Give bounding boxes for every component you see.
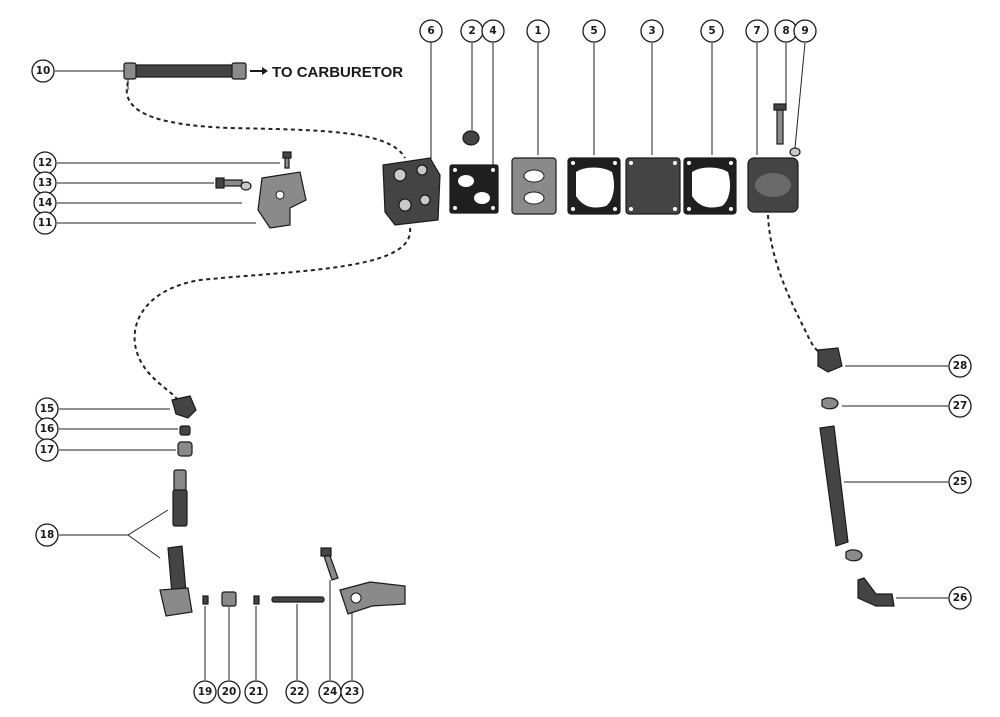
check-valve-rod-22 (271, 596, 325, 603)
callout-16: 16 (35, 417, 59, 441)
callout-9: 9 (793, 19, 817, 43)
svg-text:25: 25 (953, 476, 968, 488)
cover-washer (789, 147, 801, 157)
svg-text:18: 18 (40, 529, 55, 541)
svg-text:15: 15 (40, 403, 55, 415)
gasket-4 (449, 164, 499, 214)
fuel-connector-23 (339, 581, 406, 615)
o-ring-21 (253, 595, 260, 605)
check-valve (462, 130, 480, 146)
svg-text:5: 5 (708, 25, 715, 37)
diaphragm-gasket-left (567, 157, 621, 215)
callout-23: 23 (340, 680, 364, 704)
arrow-to-carburetor (250, 67, 268, 75)
callout-20: 20 (217, 680, 241, 704)
svg-text:10: 10 (36, 65, 51, 77)
fitting-20 (221, 591, 237, 607)
callout-10: 10 (31, 59, 55, 83)
callout-13: 13 (33, 171, 57, 195)
callout-25: 25 (948, 470, 972, 494)
svg-text:16: 16 (40, 423, 55, 435)
svg-text:26: 26 (953, 592, 968, 604)
hose-clamp-27 (821, 397, 839, 410)
svg-text:4: 4 (489, 25, 496, 37)
diaphragm-gasket-right (683, 157, 737, 215)
svg-text:14: 14 (38, 197, 53, 209)
fuel-hose-25 (819, 425, 849, 547)
svg-text:2: 2 (468, 25, 475, 37)
svg-text:9: 9 (801, 25, 808, 37)
callout-5-left: 5 (582, 19, 606, 43)
leader-lines (55, 42, 948, 680)
fuel-hose-18-lower (159, 545, 193, 617)
fuel-line-to-carburetor (125, 81, 406, 159)
svg-text:7: 7 (753, 25, 760, 37)
svg-text:3: 3 (648, 25, 655, 37)
callout-22: 22 (285, 680, 309, 704)
fuel-hose-to-carburetor (123, 62, 247, 90)
bracket-screw-12 (282, 151, 292, 169)
sleeve-17 (177, 441, 193, 457)
elbow-fitting-28 (817, 347, 843, 373)
fuel-line-to-inlet-fitting (133, 227, 412, 401)
svg-text:22: 22 (290, 686, 305, 698)
svg-text:11: 11 (38, 217, 53, 229)
svg-text:13: 13 (38, 177, 53, 189)
svg-text:8: 8 (782, 25, 789, 37)
pump-bracket (257, 171, 307, 229)
svg-text:19: 19 (198, 686, 213, 698)
callout-5-right: 5 (700, 19, 724, 43)
callout-24: 24 (318, 680, 342, 704)
nut-16 (179, 425, 191, 436)
fuel-fitting-26 (857, 577, 895, 607)
callout-15: 15 (35, 397, 59, 421)
callout-7: 7 (745, 19, 769, 43)
hose-clamp-lower (845, 549, 863, 562)
callout-17: 17 (35, 438, 59, 462)
callout-11: 11 (33, 211, 57, 235)
bracket-screw-13 (215, 177, 243, 189)
svg-text:6: 6 (427, 25, 434, 37)
callout-26: 26 (948, 586, 972, 610)
callout-1: 1 (526, 19, 550, 43)
callout-4: 4 (481, 19, 505, 43)
callout-21: 21 (244, 680, 268, 704)
callout-2: 2 (460, 19, 484, 43)
fuel-line-to-filter-elbow (767, 214, 821, 353)
svg-text:12: 12 (38, 157, 53, 169)
svg-text:23: 23 (345, 686, 360, 698)
cover-screw (773, 103, 787, 145)
lock-washer-14 (240, 181, 252, 191)
callout-28: 28 (948, 354, 972, 378)
callout-12: 12 (33, 151, 57, 175)
svg-text:20: 20 (222, 686, 237, 698)
callout-14: 14 (33, 191, 57, 215)
callout-6: 6 (419, 19, 443, 43)
svg-text:27: 27 (953, 400, 968, 412)
pump-plate (511, 157, 557, 215)
to-carburetor-label: TO CARBURETOR (272, 64, 403, 81)
elbow-fitting-15 (171, 395, 197, 419)
pump-cover (747, 157, 799, 213)
svg-text:28: 28 (953, 360, 968, 372)
o-ring-19 (202, 595, 209, 605)
svg-text:21: 21 (249, 686, 264, 698)
svg-text:5: 5 (590, 25, 597, 37)
svg-text:24: 24 (323, 686, 338, 698)
callout-18: 18 (35, 523, 59, 547)
callout-3: 3 (640, 19, 664, 43)
diaphragm (625, 157, 681, 215)
screw-24 (320, 547, 339, 581)
callout-19: 19 (193, 680, 217, 704)
callout-27: 27 (948, 394, 972, 418)
svg-text:1: 1 (534, 25, 541, 37)
svg-text:17: 17 (40, 444, 55, 456)
fuel-pump-body (382, 157, 441, 226)
fuel-hose-18-upper (172, 469, 188, 527)
